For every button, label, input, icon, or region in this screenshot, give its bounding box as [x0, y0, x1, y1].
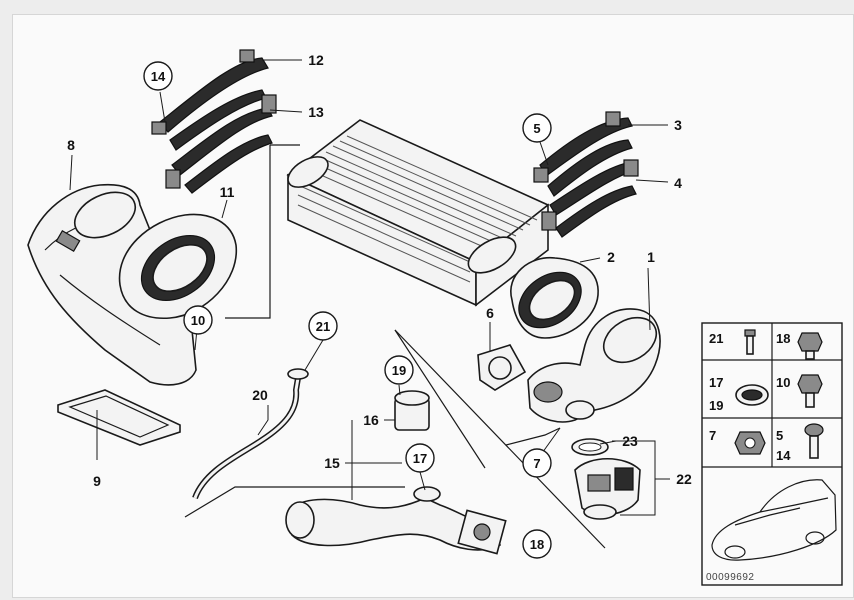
label-2: 2 — [607, 249, 615, 265]
label-13: 13 — [308, 104, 324, 120]
gasket-9 — [57, 389, 181, 446]
label-12: 12 — [308, 52, 324, 68]
circle-label-18: 18 — [530, 537, 544, 552]
tube-20 — [192, 368, 309, 500]
clamp-3 — [533, 111, 633, 197]
label-8: 8 — [67, 137, 75, 153]
legend-label-18: 18 — [776, 331, 790, 346]
label-16: 16 — [363, 412, 379, 428]
circle-label-10: 10 — [191, 313, 205, 328]
label-6: 6 — [486, 305, 494, 321]
part-labels: 1 2 3 4 6 8 9 11 12 13 15 16 20 22 23 — [67, 52, 692, 489]
label-15: 15 — [324, 455, 340, 471]
screw-5-icon — [804, 423, 824, 437]
label-22: 22 — [676, 471, 692, 487]
clamp-13 — [165, 94, 277, 194]
circle-label-14: 14 — [151, 69, 166, 84]
car-silhouette — [711, 479, 837, 561]
legend-label-21: 21 — [709, 331, 723, 346]
legend-label-10: 10 — [776, 375, 790, 390]
circle-label-17: 17 — [413, 451, 427, 466]
legend-label-19: 19 — [709, 398, 723, 413]
clamp-4 — [541, 159, 639, 238]
circle-label-5: 5 — [533, 121, 540, 136]
nut-18-icon — [797, 332, 823, 352]
label-3: 3 — [674, 117, 682, 133]
part-number: 00099692 — [706, 572, 755, 583]
label-4: 4 — [674, 175, 682, 191]
assembly-line-20 — [184, 486, 405, 518]
label-11: 11 — [220, 184, 235, 200]
bolt-10-icon — [797, 374, 823, 394]
circle-label-21: 21 — [316, 319, 330, 334]
circled-labels: 14 5 10 21 19 17 7 18 — [143, 61, 552, 559]
legend-label-17: 17 — [709, 375, 723, 390]
rubber-boot-2 — [510, 256, 599, 339]
label-20: 20 — [252, 387, 268, 403]
assembly-line-7 — [505, 427, 561, 446]
assembly-line-19 — [394, 329, 486, 469]
assembly-line-left — [225, 145, 271, 319]
label-1: 1 — [647, 249, 655, 265]
rubber-boot-11 — [118, 213, 237, 320]
throttle-body-22 — [574, 458, 641, 520]
intake-pipe-15 — [285, 486, 507, 555]
legend-label-5: 5 — [776, 428, 783, 443]
intake-duct-1 — [527, 308, 661, 423]
hose-16 — [394, 390, 430, 431]
legend-label-14: 14 — [776, 448, 791, 463]
legend-label-7: 7 — [709, 428, 716, 443]
circle-label-7: 7 — [533, 456, 540, 471]
intercooler — [286, 119, 550, 307]
label-9: 9 — [93, 473, 101, 489]
air-duct-8 — [27, 183, 197, 386]
clamp-12 — [151, 49, 269, 151]
circle-label-19: 19 — [392, 363, 406, 378]
label-23: 23 — [622, 433, 638, 449]
bolt-21-icon — [744, 329, 756, 337]
assembly-line-18 — [394, 329, 606, 549]
fastener-legend: 21 18 17 19 10 7 5 14 — [701, 322, 843, 586]
